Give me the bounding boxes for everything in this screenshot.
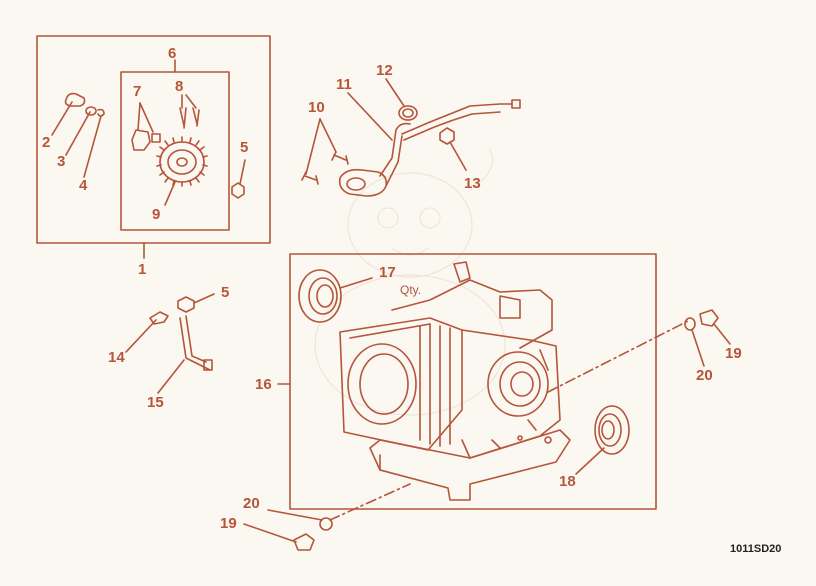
assembly-line-right: [547, 319, 691, 393]
part-5-nut-lower: [177, 296, 195, 313]
leader-3: [65, 111, 91, 156]
callout-8: 8: [175, 78, 184, 95]
callout-19-right: 19: [725, 345, 742, 362]
leader-19b: [243, 523, 297, 543]
part-13-nut: [439, 127, 455, 145]
leader-9: [164, 181, 176, 206]
leader-5a: [239, 159, 246, 185]
leader-20b: [267, 509, 323, 521]
callout-5-lower: 5: [221, 284, 230, 301]
leader-11: [347, 92, 393, 141]
part-19-bolt-bottom: [293, 533, 315, 551]
part-16-crankcase: [339, 261, 571, 501]
leader-17: [339, 277, 373, 289]
part-12-grommet: [398, 105, 418, 121]
leader-13: [449, 141, 467, 171]
part-8-pins: [179, 107, 200, 129]
callout-10: 10: [308, 99, 325, 116]
callout-13: 13: [464, 175, 481, 192]
leader-7b: [139, 102, 154, 133]
part-10-bolts: [301, 151, 349, 185]
part-4-clip: [97, 108, 105, 117]
callout-5-upper: 5: [240, 139, 249, 156]
part-5-nut-upper: [231, 182, 245, 199]
callout-16: 16: [255, 376, 272, 393]
qty-note: Qty.: [400, 283, 422, 297]
part-14-clamp: [149, 311, 169, 325]
callout-3: 3: [57, 153, 66, 170]
callout-7: 7: [133, 83, 142, 100]
part-20-washer-right: [684, 317, 696, 331]
leader-10a: [319, 118, 337, 153]
leader-4: [83, 115, 102, 178]
group-box-1: [36, 35, 271, 244]
callout-14: 14: [108, 349, 125, 366]
callout-15: 15: [147, 394, 164, 411]
figure-code: 1011SD20: [730, 543, 782, 555]
callout-6: 6: [168, 45, 177, 62]
leader-5b: [193, 293, 215, 304]
assembly-line-bottom: [329, 483, 411, 521]
part-3-washer: [85, 106, 97, 116]
callout-4: 4: [79, 177, 88, 194]
callout-9: 9: [152, 206, 161, 223]
callout-20-bottom: 20: [243, 495, 260, 512]
leader-7a: [137, 102, 141, 131]
leader-12: [385, 78, 405, 107]
part-2-cap: [64, 92, 86, 107]
part-9-gear: [156, 136, 208, 187]
callout-11: 11: [336, 76, 352, 93]
part-7-bracket: [131, 129, 161, 151]
part-11-governor-arm: [338, 99, 521, 197]
part-15-tube: [179, 315, 213, 371]
group-box-16: [289, 253, 657, 510]
leader-8b: [185, 94, 197, 109]
callout-12: 12: [376, 62, 393, 79]
callout-19-bottom: 19: [220, 515, 237, 532]
part-18-seal: [594, 405, 630, 455]
watermark: [314, 149, 506, 416]
leader-14: [125, 319, 157, 353]
callout-20-right: 20: [696, 367, 713, 384]
callout-1: 1: [138, 261, 147, 278]
callout-2: 2: [42, 134, 51, 151]
leader-10b: [305, 118, 321, 175]
leader-15: [157, 359, 185, 394]
leader-18: [575, 447, 605, 475]
part-19-bolt-right: [699, 309, 719, 327]
part-20-washer-bottom: [319, 517, 333, 531]
callout-17: 17: [379, 264, 396, 281]
leader-2: [51, 101, 73, 136]
callout-18: 18: [559, 473, 576, 490]
leader-19a: [713, 323, 731, 345]
part-17-seal: [298, 269, 342, 323]
leader-20a: [691, 329, 705, 367]
